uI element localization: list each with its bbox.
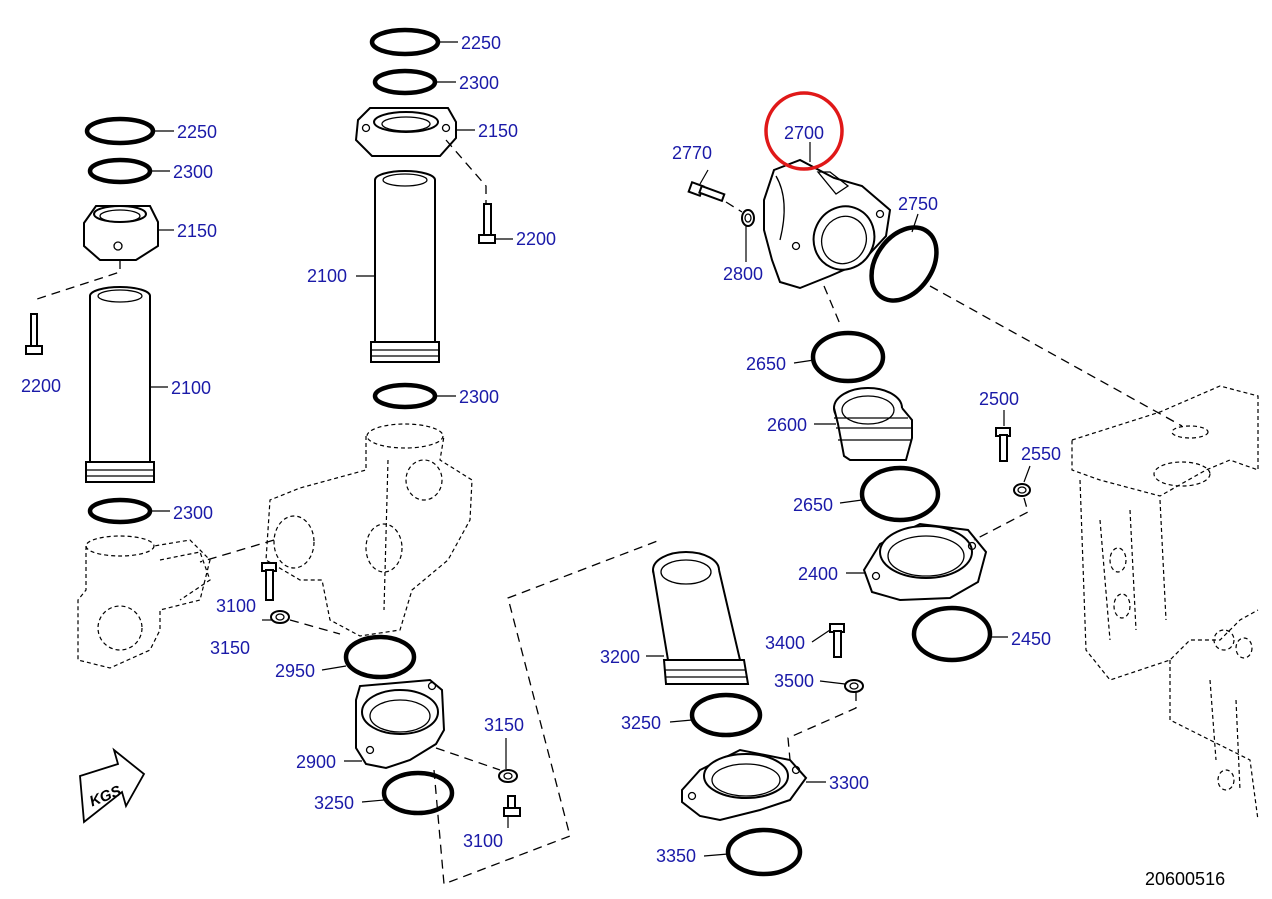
- left-pipe-assembly: [25, 116, 211, 669]
- callout-3350[interactable]: 3350: [656, 846, 696, 866]
- callout-2750[interactable]: 2750: [898, 194, 938, 214]
- washer-3150-center: [270, 610, 290, 624]
- callout-3150-center[interactable]: 3150: [210, 638, 250, 658]
- o-ring-3250-right: [689, 692, 763, 738]
- o-ring-2250-left: [84, 116, 156, 146]
- lower-center-assembly: [261, 539, 661, 885]
- bolt-2500: [995, 427, 1011, 462]
- o-ring-2300-left-top: [87, 157, 153, 185]
- callout-2250-center[interactable]: 2250: [461, 33, 501, 53]
- right-middle-stack: [793, 330, 1031, 663]
- o-ring-2300-center-bottom: [372, 382, 438, 410]
- washer-2550: [1013, 483, 1031, 497]
- callout-3200[interactable]: 3200: [600, 647, 640, 667]
- callout-3100-center[interactable]: 3100: [216, 596, 256, 616]
- callout-2450[interactable]: 2450: [1011, 629, 1051, 649]
- callout-3500[interactable]: 3500: [774, 671, 814, 691]
- o-ring-2250-center: [369, 27, 441, 57]
- callout-2650-top[interactable]: 2650: [746, 354, 786, 374]
- o-ring-3350: [725, 827, 803, 877]
- flange-2150-left: [83, 205, 159, 261]
- callout-2600[interactable]: 2600: [767, 415, 807, 435]
- callout-2200-center[interactable]: 2200: [516, 229, 556, 249]
- callout-2950[interactable]: 2950: [275, 661, 315, 681]
- callout-3400[interactable]: 3400: [765, 633, 805, 653]
- sleeve-2600: [833, 387, 913, 461]
- highlight-circle-2700: [764, 91, 844, 171]
- callout-2250-left[interactable]: 2250: [177, 122, 217, 142]
- callout-3150-right[interactable]: 3150: [484, 715, 524, 735]
- pipe-2100-center: [370, 170, 440, 363]
- center-pipe-assembly: [199, 27, 513, 637]
- elbow-2700: [763, 158, 892, 290]
- callout-2150-center[interactable]: 2150: [478, 121, 518, 141]
- engine-block-phantom: [1071, 385, 1259, 821]
- o-ring-2300-left-bottom: [87, 497, 153, 525]
- washer-2800: [741, 209, 755, 227]
- pipe-3200-assembly: [646, 551, 864, 877]
- callout-3250-right[interactable]: 3250: [621, 713, 661, 733]
- washer-3150-right: [498, 769, 518, 783]
- callout-2300-left-top[interactable]: 2300: [173, 162, 213, 182]
- o-ring-2650-top: [810, 330, 886, 384]
- callout-3300[interactable]: 3300: [829, 773, 869, 793]
- callout-2100-left[interactable]: 2100: [171, 378, 211, 398]
- flange-3300: [681, 748, 808, 822]
- flange-2900: [355, 678, 446, 770]
- callout-2900[interactable]: 2900: [296, 752, 336, 772]
- washer-3500: [844, 679, 864, 693]
- o-ring-2750: [869, 225, 939, 303]
- elbow-2700-assembly: [687, 91, 1183, 427]
- o-ring-2950: [343, 634, 417, 680]
- bolt-3100-right: [503, 795, 521, 817]
- o-ring-2450: [911, 605, 993, 663]
- bolt-2200-left: [25, 313, 43, 355]
- callout-2550[interactable]: 2550: [1021, 444, 1061, 464]
- callout-2300-center-bottom[interactable]: 2300: [459, 387, 499, 407]
- callout-labels: 2250 2300 2150 2200 2100 2300 2250 2300 …: [21, 33, 1061, 866]
- pipe-2100-left: [85, 286, 155, 483]
- bolt-2770: [687, 180, 726, 203]
- callout-2150-left[interactable]: 2150: [177, 221, 217, 241]
- bolt-3100-center: [261, 562, 277, 601]
- o-ring-3250-center: [381, 770, 455, 816]
- left-housing-phantom: [77, 535, 211, 669]
- callout-2800[interactable]: 2800: [723, 264, 763, 284]
- callout-2300-left-bottom[interactable]: 2300: [173, 503, 213, 523]
- callout-2500[interactable]: 2500: [979, 389, 1019, 409]
- flange-2150-center: [354, 107, 457, 157]
- drawing-number: 20600516: [1145, 869, 1225, 889]
- flange-2400: [862, 522, 988, 602]
- o-ring-2650-bottom: [859, 465, 941, 523]
- bolt-3400: [829, 623, 845, 658]
- callout-2650-bottom[interactable]: 2650: [793, 495, 833, 515]
- callout-3100-right[interactable]: 3100: [463, 831, 503, 851]
- callout-2770[interactable]: 2770: [672, 143, 712, 163]
- callout-2300-center-top[interactable]: 2300: [459, 73, 499, 93]
- pipe-3200: [652, 551, 750, 685]
- callout-2100-center[interactable]: 2100: [307, 266, 347, 286]
- center-housing-phantom: [265, 423, 473, 637]
- bolt-2200-center: [478, 203, 496, 244]
- callout-3250-center[interactable]: 3250: [314, 793, 354, 813]
- callout-2200-left[interactable]: 2200: [21, 376, 61, 396]
- callout-2700[interactable]: 2700: [784, 123, 824, 143]
- kgs-direction-arrow: KGS: [79, 747, 146, 824]
- o-ring-2300-center-top: [372, 68, 438, 96]
- callout-2400[interactable]: 2400: [798, 564, 838, 584]
